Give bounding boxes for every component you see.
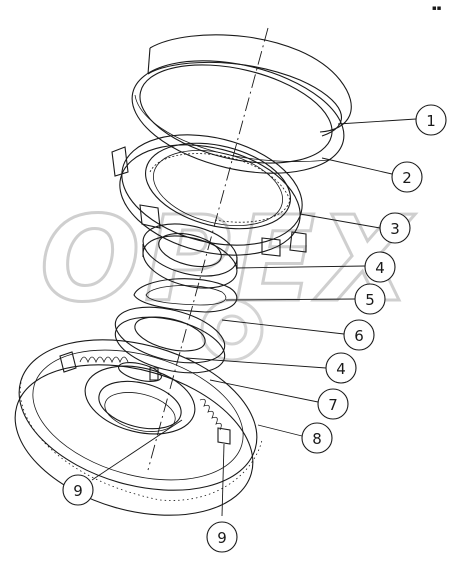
part-6-thrust-washer (114, 306, 226, 374)
part-1-snap-ring (147, 34, 352, 137)
callout-2: 2 (391, 161, 423, 193)
callout-1: 1 (415, 104, 447, 136)
watermark: OPEX (40, 190, 415, 328)
part-9-spring-right (199, 398, 231, 445)
part-7-pin (149, 367, 159, 381)
svg-text:4: 4 (336, 360, 346, 378)
leader-lines (91, 118, 417, 517)
svg-text:9: 9 (73, 482, 83, 500)
svg-text:9: 9 (217, 529, 227, 547)
part-4-bushing-upper (142, 223, 238, 289)
part-8-spur-gear (14, 339, 263, 516)
svg-text:5: 5 (365, 291, 375, 309)
callout-9-left: 9 (62, 474, 94, 506)
callout-8: 8 (301, 422, 333, 454)
svg-text:1: 1 (426, 112, 436, 130)
assembly-axis (147, 27, 269, 471)
corner-mark: ▪▪ (432, 4, 442, 12)
svg-text:4: 4 (375, 259, 385, 277)
callout-4-upper: 4 (364, 251, 396, 283)
part-5-wave-washer (133, 278, 238, 313)
callout-6: 6 (343, 319, 375, 351)
svg-text:3: 3 (390, 220, 400, 238)
callout-7: 7 (317, 388, 349, 420)
svg-text:6: 6 (354, 327, 364, 345)
svg-text:8: 8 (312, 430, 322, 448)
svg-text:2: 2 (402, 169, 412, 187)
callout-9-bottom: 9 (206, 521, 238, 553)
part-9-spring-left (59, 351, 129, 373)
part-3-clutch-hub (111, 134, 307, 257)
callout-5: 5 (354, 283, 386, 315)
callout-4-lower: 4 (325, 352, 357, 384)
callout-3: 3 (379, 212, 411, 244)
svg-text:7: 7 (328, 396, 338, 414)
